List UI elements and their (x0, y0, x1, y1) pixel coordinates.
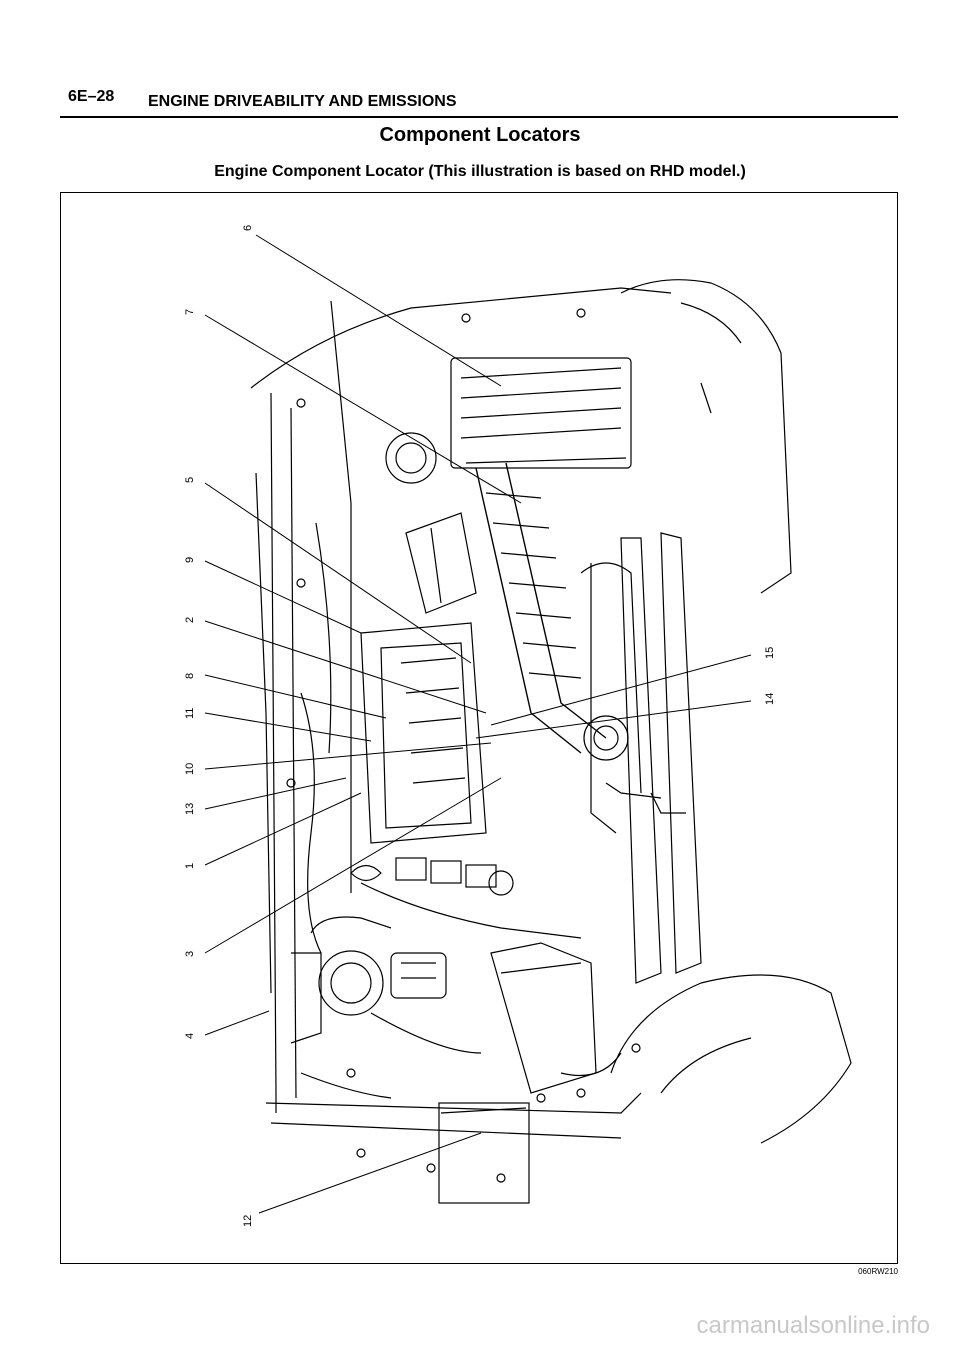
leader-line-3 (204, 777, 502, 954)
section-title: ENGINE DRIVEABILITY AND EMISSIONS (148, 93, 457, 110)
callout-label: 12 (242, 1215, 254, 1227)
leader-line-9 (204, 560, 362, 634)
callout-label: 1 (184, 863, 196, 869)
page-title: Component Locators (379, 124, 581, 146)
callout-label: 4 (184, 1033, 196, 1039)
header-rule (60, 116, 898, 118)
callout-label: 14 (764, 693, 776, 705)
callout-label: 11 (184, 708, 196, 719)
leader-line-13 (204, 777, 347, 810)
callout-label: 3 (184, 951, 196, 957)
callout-label: 10 (184, 763, 196, 775)
watermark-url: carmanualsonline.info (696, 1312, 930, 1339)
leader-line-7 (204, 314, 522, 504)
callout-label: 7 (184, 309, 196, 315)
callout-label: 5 (184, 477, 196, 483)
engine-illustration-frame: 6 7 5 9 2 8 11 10 13 1 3 4 12 15 14 (60, 192, 898, 1264)
leader-line-11 (204, 712, 372, 742)
figure-code: 060RW210 (858, 1267, 898, 1276)
leader-line-5 (204, 482, 472, 664)
figure-subtitle: Engine Component Locator (This illustrat… (214, 163, 746, 180)
leader-line-15 (490, 654, 752, 726)
callout-label: 8 (184, 673, 196, 679)
leader-line-2 (204, 620, 487, 714)
leader-line-12 (258, 1132, 482, 1214)
leader-line-8 (204, 674, 387, 719)
leader-line-10 (204, 742, 492, 770)
engine-illustration: 6 7 5 9 2 8 11 10 13 1 3 4 12 15 14 (184, 225, 852, 1227)
leader-line-14 (475, 700, 752, 739)
leader-line-4 (204, 1010, 270, 1036)
callout-label: 6 (242, 225, 254, 231)
leader-line-1 (204, 792, 362, 866)
callout-label: 9 (184, 557, 196, 563)
callout-label: 13 (184, 803, 196, 815)
leader-line-6 (255, 234, 502, 387)
callout-label: 2 (184, 617, 196, 623)
callout-label: 15 (764, 647, 776, 659)
page-number: 6E–28 (68, 88, 115, 105)
